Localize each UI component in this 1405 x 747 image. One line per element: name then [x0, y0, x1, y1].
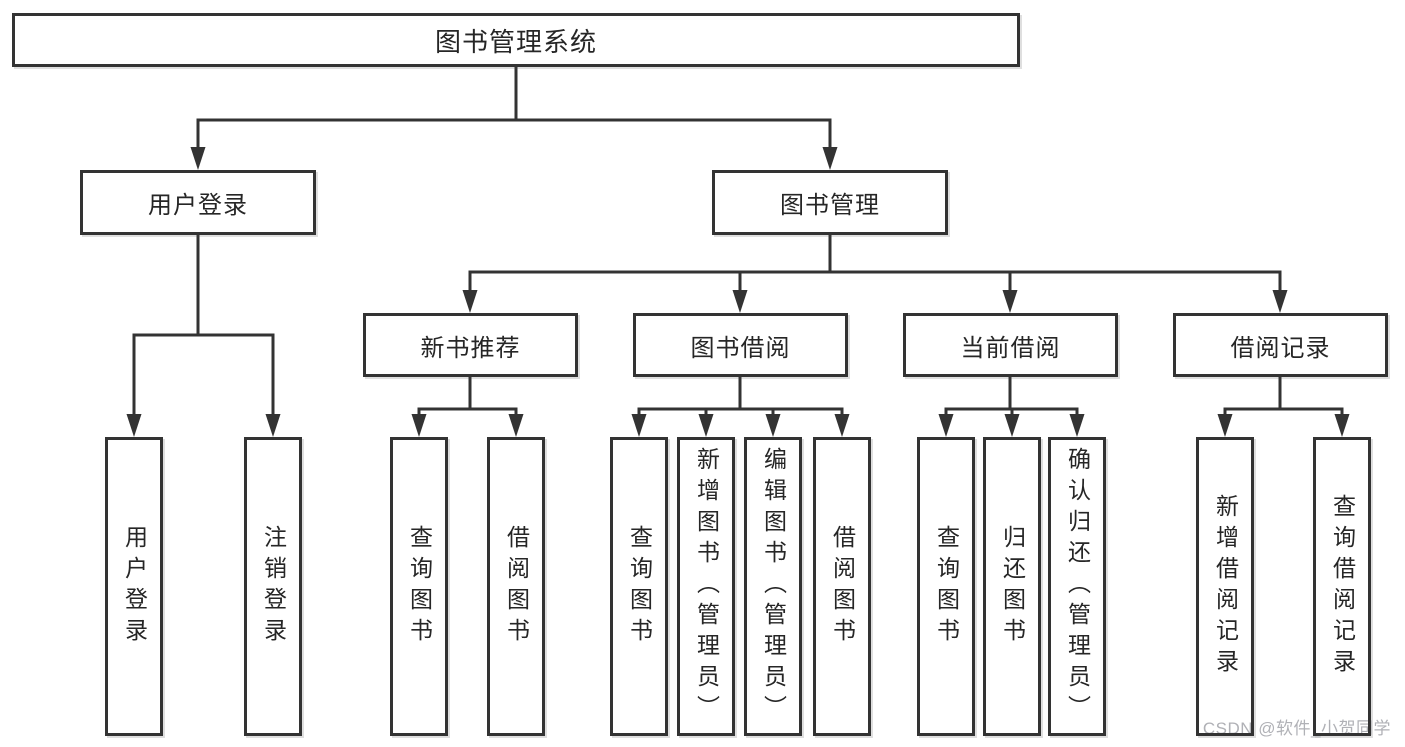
- node-label: 当前借阅: [960, 334, 1061, 362]
- watermark-text: CSDN @软件_小贺同学: [1202, 719, 1391, 738]
- node-label: 借阅图书: [503, 524, 530, 649]
- leaf-confirm-return-admin: 确认归还（管理员）: [1048, 437, 1106, 736]
- node-label: 查询图书: [933, 524, 960, 649]
- leaf-return-books: 归还图书: [983, 437, 1041, 736]
- node-label: 用户登录: [148, 192, 248, 219]
- node-book-management: 图书管理: [712, 170, 948, 235]
- leaf-query-borrow-record: 查询借阅记录: [1313, 437, 1371, 736]
- leaf-user-login: 用户登录: [105, 437, 163, 736]
- node-root: 图书管理系统: [12, 13, 1020, 67]
- leaf-query-books-borrow: 查询图书: [610, 437, 668, 736]
- node-current-borrow: 当前借阅: [903, 313, 1118, 377]
- node-label: 查询图书: [626, 524, 653, 649]
- node-label: 注销登录: [260, 524, 287, 649]
- node-label: 查询图书: [406, 524, 433, 649]
- node-label: 图书管理: [780, 192, 880, 219]
- leaf-borrow-books: 借阅图书: [813, 437, 871, 736]
- leaf-add-borrow-record: 新增借阅记录: [1196, 437, 1254, 736]
- node-label: 图书管理系统: [434, 26, 597, 57]
- node-label: 图书借阅: [690, 334, 791, 362]
- arrowheads: [126, 147, 1350, 437]
- node-label: 新增借阅记录: [1212, 493, 1239, 680]
- leaf-logout-login: 注销登录: [244, 437, 302, 736]
- node-label: 查询借阅记录: [1329, 493, 1356, 680]
- leaf-edit-books-admin: 编辑图书（管理员）: [744, 437, 802, 736]
- node-borrow-records: 借阅记录: [1173, 313, 1388, 377]
- node-label: 编辑图书（管理员）: [760, 447, 787, 726]
- leaf-query-books-current: 查询图书: [917, 437, 975, 736]
- node-label: 确认归还（管理员）: [1064, 447, 1091, 726]
- node-label: 归还图书: [999, 524, 1026, 649]
- node-label: 借阅图书: [829, 524, 856, 649]
- leaf-query-books-recommend: 查询图书: [390, 437, 448, 736]
- node-label: 新增图书（管理员）: [693, 447, 720, 726]
- leaf-borrow-books-recommend: 借阅图书: [487, 437, 545, 736]
- node-book-borrow: 图书借阅: [633, 313, 848, 377]
- node-label: 借阅记录: [1230, 334, 1331, 362]
- node-label: 用户登录: [121, 524, 148, 649]
- node-label: 新书推荐: [420, 334, 521, 362]
- leaf-add-books-admin: 新增图书（管理员）: [677, 437, 735, 736]
- node-new-book-recommend: 新书推荐: [363, 313, 578, 377]
- node-user-login: 用户登录: [80, 170, 316, 235]
